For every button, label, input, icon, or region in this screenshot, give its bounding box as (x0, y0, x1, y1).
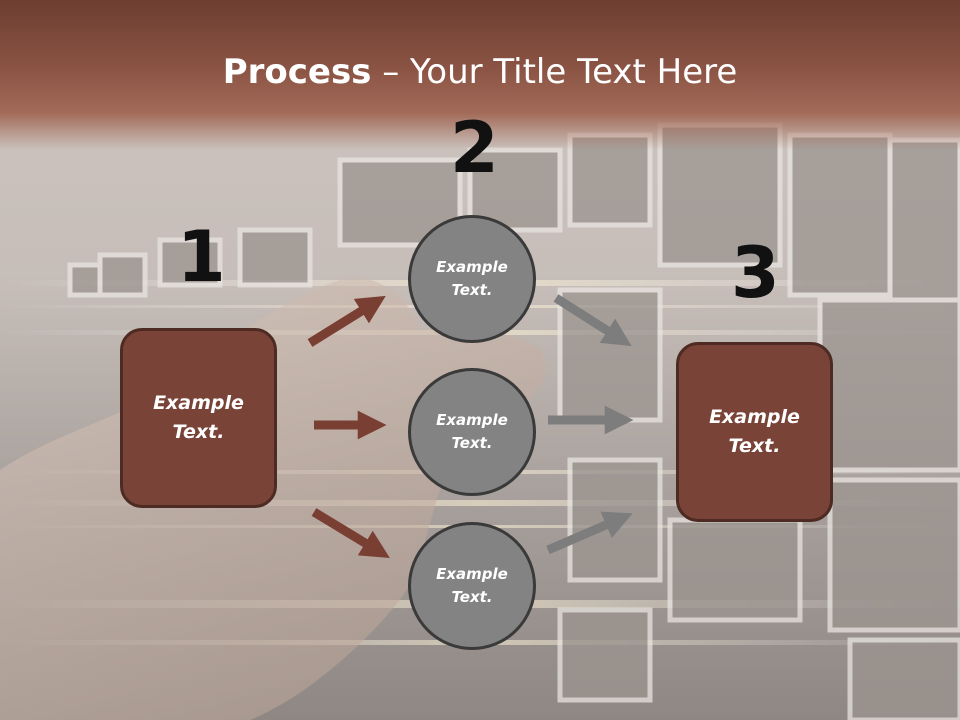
circle-top-line1: Example (436, 258, 508, 276)
circle-bottom-line2: Text. (451, 588, 493, 606)
title-band (0, 0, 960, 150)
circle-top-line2: Text. (451, 281, 493, 299)
title-rest: – Your Title Text Here (371, 52, 738, 92)
slide-title: Process – Your Title Text Here (0, 52, 960, 92)
circle-middle-line1: Example (436, 411, 508, 429)
step-number-2: 2 (450, 107, 499, 189)
right-box-line1: Example (709, 406, 800, 428)
title-bold: Process (222, 52, 372, 92)
circle-middle-line2: Text. (451, 434, 493, 452)
left-box-line2: Text. (172, 421, 225, 443)
step-number-3: 3 (731, 232, 780, 314)
right-box-line2: Text. (728, 435, 781, 457)
left-box-line1: Example (153, 392, 244, 414)
circle-bottom-line1: Example (436, 565, 508, 583)
step-number-1: 1 (177, 216, 226, 298)
